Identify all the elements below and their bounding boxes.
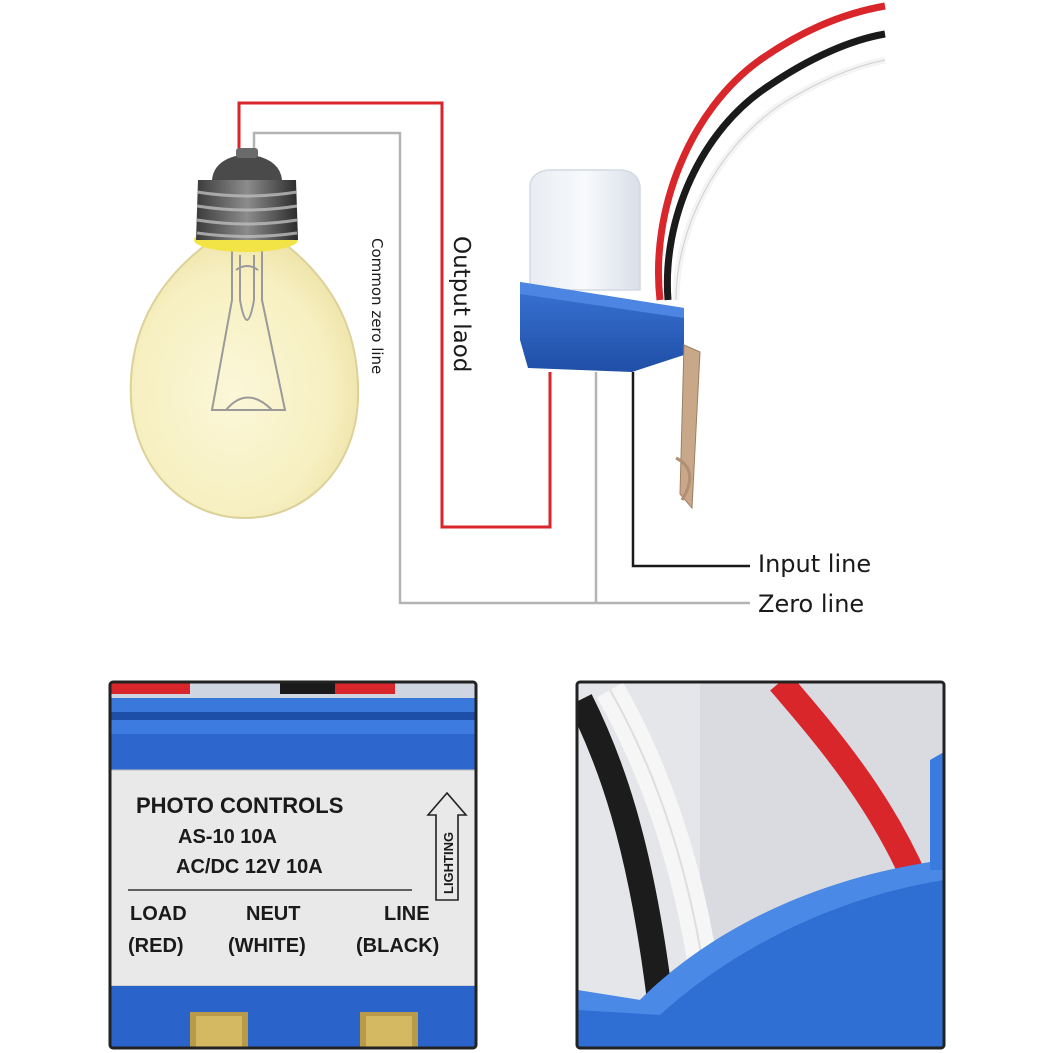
light-bulb-icon bbox=[129, 148, 360, 520]
terminal-load-name: LOAD bbox=[130, 903, 187, 925]
lighting-label: LIGHTING bbox=[441, 832, 456, 894]
photo-control-sensor-icon bbox=[520, 2, 886, 510]
spec-title: PHOTO CONTROLS bbox=[136, 793, 343, 818]
wires-closeup-photo bbox=[575, 680, 946, 1050]
lighting-arrow-icon: LIGHTING bbox=[426, 791, 468, 901]
wiring-lines bbox=[237, 101, 750, 605]
spec-rating: AC/DC 12V 10A bbox=[176, 856, 323, 878]
common-zero-wire bbox=[252, 131, 750, 605]
spec-model: AS-10 10A bbox=[178, 826, 277, 848]
terminal-load-color: (RED) bbox=[128, 935, 184, 957]
output-load-wire bbox=[237, 101, 552, 529]
terminal-line-color: (BLACK) bbox=[356, 935, 439, 957]
terminal-neut-color: (WHITE) bbox=[228, 935, 306, 957]
input-line-label: Input line bbox=[758, 550, 871, 578]
terminal-line-name: LINE bbox=[384, 903, 430, 925]
input-line-wire bbox=[631, 372, 750, 568]
label-closeup-photo: PHOTO CONTROLS AS-10 10A AC/DC 12V 10A L… bbox=[108, 680, 478, 1050]
common-zero-label: Common zero line bbox=[368, 238, 386, 374]
terminal-neut-name: NEUT bbox=[246, 903, 300, 925]
output-load-label: Output laod bbox=[448, 236, 474, 372]
spec-label-plate bbox=[110, 770, 476, 986]
zero-line-label: Zero line bbox=[758, 590, 864, 618]
